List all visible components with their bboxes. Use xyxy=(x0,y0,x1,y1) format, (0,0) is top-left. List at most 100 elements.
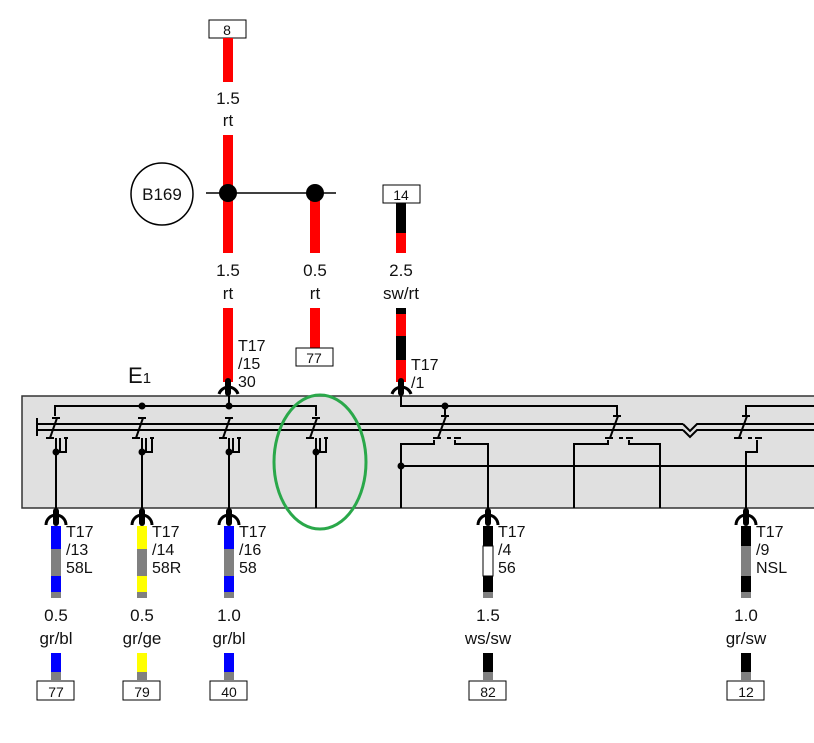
wire-segment xyxy=(310,193,320,253)
connector-pin xyxy=(53,508,59,526)
wire-segment xyxy=(741,653,751,672)
connector-pin xyxy=(743,508,749,526)
switch-contact xyxy=(306,417,328,508)
pin-label: T17 xyxy=(238,338,266,355)
junction-dot xyxy=(52,448,60,456)
wire-segment xyxy=(224,526,234,549)
switch-contact xyxy=(734,415,762,439)
wire-color: gr/bl xyxy=(212,629,245,648)
terminal-box-77 xyxy=(295,347,334,367)
terminal-label: 8 xyxy=(223,22,231,38)
splice-node xyxy=(306,184,324,202)
pin-label: /4 xyxy=(498,542,511,559)
wire-segment xyxy=(51,672,61,680)
wire-segment xyxy=(137,653,147,672)
wire-segment xyxy=(223,38,233,82)
wire-segment xyxy=(310,308,320,348)
splice-node xyxy=(219,184,237,202)
wire-segment xyxy=(224,672,234,680)
switch-contact xyxy=(433,415,461,439)
switch-contact xyxy=(46,417,68,508)
terminal-box xyxy=(36,680,75,701)
wire-size: 0.5 xyxy=(130,606,154,625)
wire-size: 1.0 xyxy=(734,606,758,625)
pin-label: 56 xyxy=(498,560,516,577)
component-e1-housing xyxy=(21,395,814,509)
pin-label: 58R xyxy=(152,560,181,577)
pin-label: /16 xyxy=(239,542,261,559)
terminal-box xyxy=(726,680,765,701)
terminal-label: 12 xyxy=(738,684,754,700)
wire-segment xyxy=(741,672,751,680)
junction-dot xyxy=(441,402,449,410)
wire-segment xyxy=(51,592,61,598)
wire-segment xyxy=(51,549,61,576)
terminal-label: 77 xyxy=(306,350,322,366)
wire-segment xyxy=(483,526,493,546)
switch-contact xyxy=(132,417,154,508)
pin-label: T17 xyxy=(498,524,526,541)
pin-label: T17 xyxy=(239,524,267,541)
junction-dot xyxy=(312,448,320,456)
junction-dot xyxy=(225,402,233,410)
wire-color: rt xyxy=(223,284,234,303)
wire-segment xyxy=(137,576,147,592)
wire-segment xyxy=(483,592,493,598)
terminal-label: 40 xyxy=(221,684,237,700)
pin-label: 30 xyxy=(238,374,256,391)
wire-segment xyxy=(224,576,234,592)
wire-color: gr/ge xyxy=(123,629,162,648)
wire-segment xyxy=(396,308,406,314)
wire-color: sw/rt xyxy=(383,284,419,303)
connector-pin xyxy=(226,508,232,526)
wire-color: gr/sw xyxy=(726,629,767,648)
wire-segment xyxy=(51,576,61,592)
wire-segment xyxy=(396,360,406,382)
terminal-label: 79 xyxy=(134,684,150,700)
junction-dot xyxy=(225,448,233,456)
wire-color: gr/bl xyxy=(39,629,72,648)
pin-label: /13 xyxy=(66,542,88,559)
pin-label: /1 xyxy=(411,375,424,392)
switch-contact xyxy=(219,417,241,508)
pin-label: T17 xyxy=(66,524,94,541)
terminal-box xyxy=(122,680,161,701)
pin-label: T17 xyxy=(756,524,784,541)
wire-segment xyxy=(224,653,234,672)
wire-segment xyxy=(137,672,147,680)
terminal-label: 77 xyxy=(48,684,64,700)
splice-b169 xyxy=(130,162,194,226)
wire-segment xyxy=(396,233,406,253)
pin-label: T17 xyxy=(152,524,180,541)
wire-segment xyxy=(741,546,751,576)
component-label: E1 xyxy=(128,363,151,388)
wire-segment xyxy=(396,203,406,233)
junction-dot xyxy=(138,402,146,410)
wire-size: 0.5 xyxy=(303,261,327,280)
wire-color: rt xyxy=(223,111,234,130)
wire-segment xyxy=(396,336,406,360)
wire-segment xyxy=(483,672,493,680)
wire-segment xyxy=(483,576,493,592)
wire-color: ws/sw xyxy=(464,629,512,648)
terminal-box xyxy=(468,680,507,701)
pin-label: /15 xyxy=(238,356,260,373)
wire-size: 1.5 xyxy=(476,606,500,625)
wire-size: 2.5 xyxy=(389,261,413,280)
switch-contact xyxy=(605,415,633,439)
terminal-label: 82 xyxy=(480,684,496,700)
junction-dot xyxy=(397,462,405,470)
highlight-ellipse xyxy=(272,393,368,531)
wire-segment xyxy=(137,526,147,549)
wire-segment xyxy=(223,308,233,382)
connector-pin xyxy=(139,508,145,526)
wire-segment xyxy=(396,314,406,336)
wire-segment xyxy=(224,592,234,598)
connector-pin xyxy=(398,378,404,396)
pin-label: NSL xyxy=(756,560,787,577)
